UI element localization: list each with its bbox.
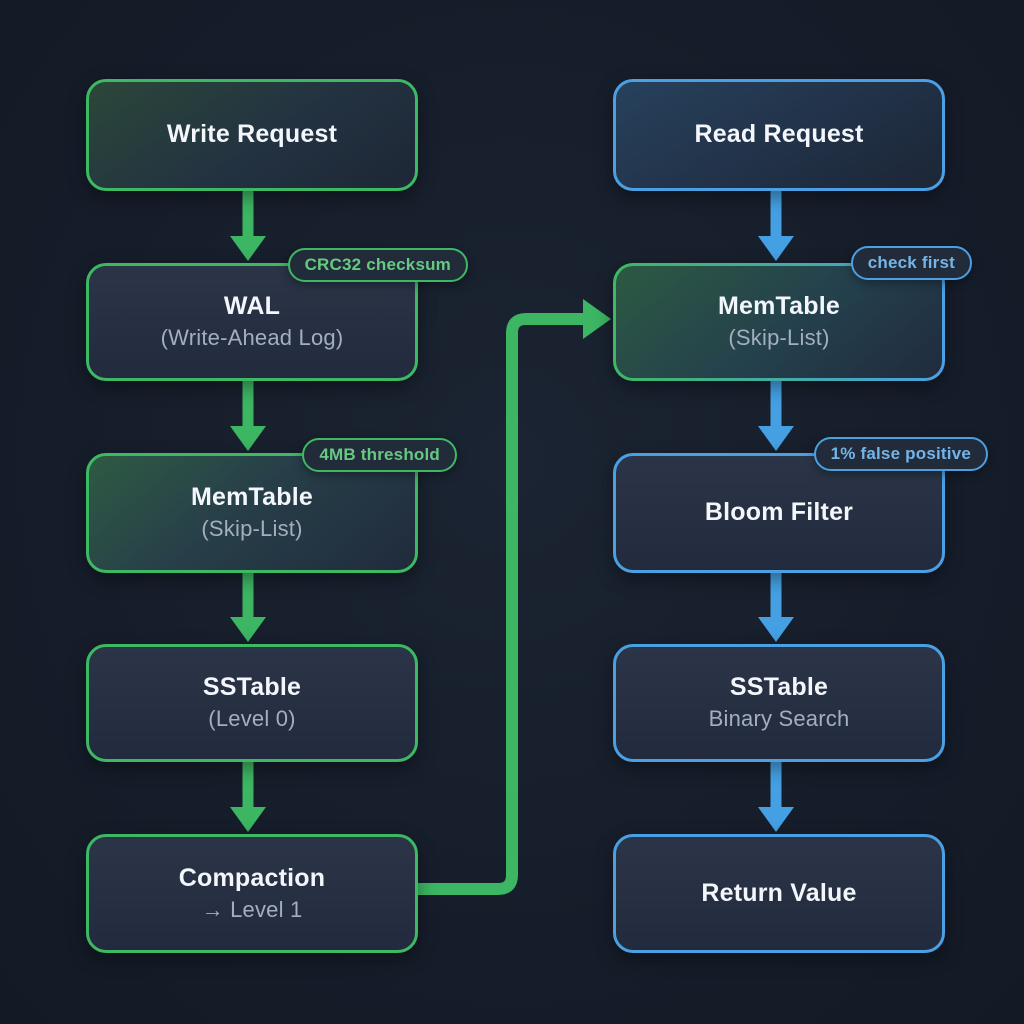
node-subtitle: → Level 1 (201, 896, 303, 922)
node-sstable-binary-search: SSTable Binary Search (613, 644, 945, 762)
node-title: Compaction (178, 863, 326, 892)
write-arrow-3 (230, 567, 266, 642)
node-subtitle: (Write-Ahead Log) (160, 325, 344, 351)
node-title: Bloom Filter (704, 498, 854, 527)
node-memtable-write: MemTable (Skip-List) (86, 453, 418, 573)
node-bloom-filter: Bloom Filter (613, 453, 945, 573)
node-wal: WAL (Write-Ahead Log) (86, 263, 418, 381)
node-title: Write Request (166, 120, 338, 149)
badge-false-positive: 1% false positive (813, 437, 988, 471)
node-title: SSTable (729, 673, 829, 702)
node-read-request: Read Request (613, 79, 945, 191)
node-subtitle: (Skip-List) (728, 325, 830, 351)
write-arrow-4 (230, 756, 266, 832)
write-arrow-2 (230, 375, 266, 451)
read-arrow-3 (758, 567, 794, 642)
node-title: Return Value (701, 878, 857, 907)
read-arrow-1 (758, 185, 794, 261)
write-arrow-1 (230, 185, 266, 261)
node-return-value: Return Value (613, 834, 945, 953)
node-title: WAL (223, 292, 281, 321)
node-write-request: Write Request (86, 79, 418, 191)
node-subtitle: (Level 0) (208, 706, 296, 732)
node-compaction: Compaction → Level 1 (86, 834, 418, 953)
compaction-to-memtable-connector (409, 299, 611, 895)
badge-crc32-checksum: CRC32 checksum (287, 248, 468, 282)
node-subtitle: (Skip-List) (201, 516, 303, 542)
node-subtitle: Binary Search (708, 706, 850, 732)
badge-check-first: check first (850, 246, 972, 280)
badge-4mb-threshold: 4MB threshold (302, 438, 457, 472)
node-title: MemTable (191, 483, 313, 512)
read-arrow-4 (758, 756, 794, 832)
node-title: SSTable (202, 673, 302, 702)
node-title: MemTable (718, 292, 840, 321)
node-memtable-read: MemTable (Skip-List) (613, 263, 945, 381)
read-arrow-2 (758, 375, 794, 451)
node-title: Read Request (694, 120, 864, 149)
node-sstable-level0: SSTable (Level 0) (86, 644, 418, 762)
